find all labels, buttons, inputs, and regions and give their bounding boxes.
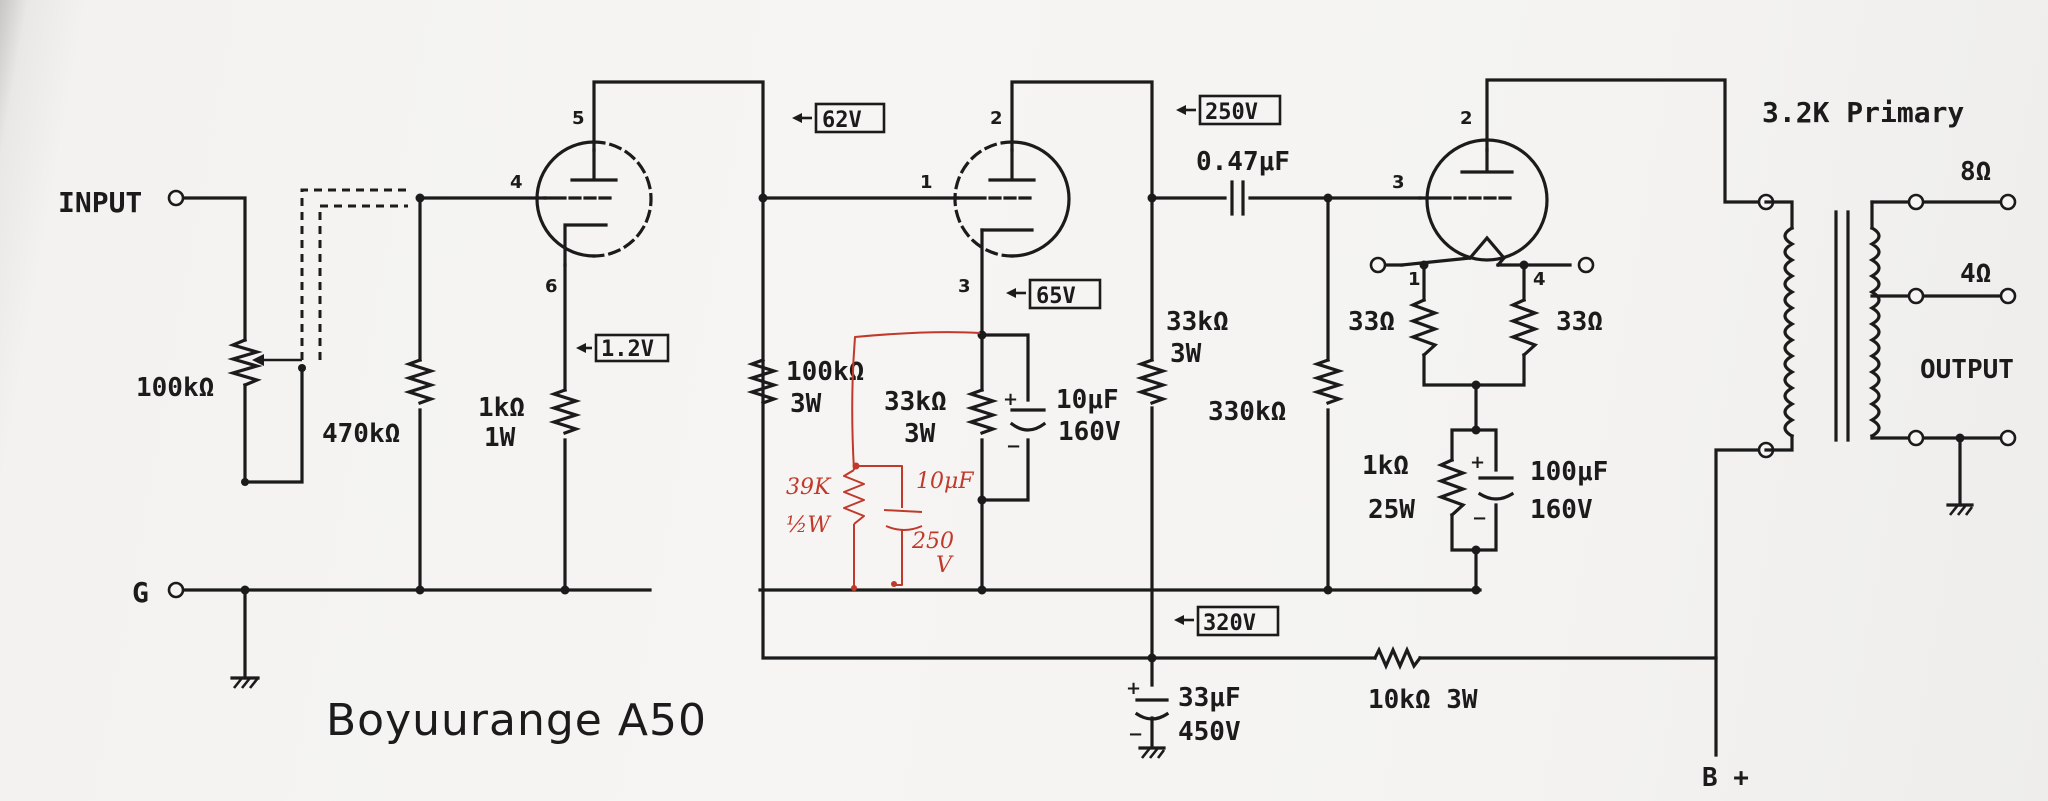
resistor-filament-1 (1408, 297, 1440, 358)
resistor-filament-2 (1508, 297, 1540, 358)
svg-text:−: − (1006, 436, 1021, 457)
rk2-value: 33kΩ (884, 387, 947, 417)
bplus-label: B + (1702, 763, 1749, 793)
pin-v3-3: 3 (1392, 172, 1405, 193)
voltage-250v: 250V (1205, 100, 1258, 125)
capacitor-cathode-v2: + − (1003, 389, 1047, 457)
mod-cap-value: 10μF (916, 469, 974, 494)
ck3-value: 100μF (1530, 457, 1608, 487)
cf-value: 33μF (1178, 683, 1241, 713)
svg-text:+: + (1470, 452, 1485, 473)
primary-label: 3.2K Primary (1762, 96, 1964, 129)
resistor-cathode-v2 (965, 387, 999, 436)
voltage-marker-62v: 62V (792, 102, 886, 134)
schematic-title: Boyuurange A50 (326, 695, 707, 746)
tube-v1 (535, 140, 653, 267)
svg-text:+: + (1003, 389, 1018, 410)
ground-symbol-filter (1138, 746, 1166, 759)
voltage-marker-1-2v: 1.2V (576, 333, 670, 363)
ground-terminal[interactable] (167, 581, 185, 599)
capacitor-cathode-v3: + − (1470, 452, 1515, 529)
pin-v2-1: 1 (920, 172, 933, 193)
shielded-cable (300, 188, 408, 360)
rg-value: 330kΩ (1208, 397, 1286, 427)
voltage-65v: 65V (1036, 284, 1076, 309)
red-modification: 39K ½W 10μF 250 V (786, 331, 981, 591)
ck2-voltage: 160V (1058, 417, 1121, 447)
ra2-value: 33kΩ (1166, 307, 1229, 337)
volume-potentiometer[interactable] (227, 337, 302, 388)
input-terminal[interactable] (167, 189, 185, 207)
volume-value: 100kΩ (136, 373, 214, 403)
pin-v3-4: 4 (1533, 269, 1546, 290)
rk2-power: 3W (904, 419, 936, 449)
mod-resistor-value: 39K (786, 475, 832, 500)
output-transformer (1764, 200, 1881, 452)
mod-cap-unit: V (936, 553, 954, 578)
rk3-value: 1kΩ (1362, 451, 1409, 481)
input-label: INPUT (58, 186, 142, 219)
svg-text:−: − (1128, 724, 1143, 745)
voltage-marker-65v: 65V (1006, 278, 1102, 310)
voltage-marker-320v: 320V (1174, 605, 1280, 637)
pin-v2-3: 3 (958, 276, 971, 297)
ra1-power: 3W (790, 389, 822, 419)
pin-v3-2: 2 (1460, 108, 1473, 129)
pin-v1-4: 4 (510, 172, 523, 193)
capacitor-coupling (1230, 180, 1245, 216)
capacitor-filter: + − (1126, 678, 1170, 747)
pin-v3-1: 1 (1408, 269, 1421, 290)
mod-cap-voltage: 250 (911, 529, 954, 554)
tap-8-label: 8Ω (1960, 157, 1991, 187)
resistor-470k (403, 357, 437, 406)
rk3-power: 25W (1368, 495, 1415, 525)
resistor-cathode-v3 (1436, 457, 1468, 518)
rf1-value: 33Ω (1348, 307, 1395, 337)
ground-symbol-main (230, 676, 260, 689)
tap-4-label: 4Ω (1960, 259, 1991, 289)
r470-value: 470kΩ (322, 419, 400, 449)
filament-terminals (1369, 256, 1595, 274)
svg-text:−: − (1472, 508, 1487, 529)
output-label: OUTPUT (1920, 355, 2014, 385)
component-labels: INPUT G 100kΩ 470kΩ 1kΩ 1W 100kΩ 3W 33kΩ… (58, 96, 2014, 793)
pin-v2-2: 2 (990, 108, 1003, 129)
transformer-terminals (1757, 193, 1925, 459)
resistor-grid-v3 (1311, 357, 1345, 406)
dropper-value: 10kΩ 3W (1368, 685, 1478, 715)
ra2-power: 3W (1170, 339, 1202, 369)
ck2-value: 10μF (1056, 385, 1119, 415)
ra1-value: 100kΩ (786, 357, 864, 387)
resistor-cathode-v1 (548, 387, 582, 436)
voltage-1-2v: 1.2V (601, 337, 654, 362)
svg-text:+: + (1126, 678, 1141, 699)
rk1-value: 1kΩ (478, 393, 525, 423)
ck3-voltage: 160V (1530, 495, 1593, 525)
voltage-62v: 62V (822, 108, 862, 133)
tube-v2 (953, 140, 1071, 258)
rk1-power: 1W (484, 423, 516, 453)
rf2-value: 33Ω (1556, 307, 1603, 337)
coupling-cap-value: 0.47μF (1196, 147, 1290, 177)
voltage-320v: 320V (1203, 611, 1256, 636)
resistor-anode-v1 (746, 357, 780, 406)
cf-voltage: 450V (1178, 717, 1241, 747)
mod-resistor-power: ½W (786, 513, 832, 538)
output-terminals[interactable] (1999, 193, 2017, 447)
pin-v1-6: 6 (545, 276, 558, 297)
tube-v3 (1400, 138, 1549, 268)
resistor-anode-v2 (1135, 357, 1169, 406)
ground-label: G (132, 576, 149, 609)
ground-symbol-output (1946, 503, 1974, 516)
resistor-dropper (1372, 646, 1423, 670)
pin-v1-5: 5 (572, 108, 585, 129)
voltage-marker-250v: 250V (1176, 94, 1282, 126)
pin-numbers: 5 4 6 2 1 3 2 3 1 4 (510, 108, 1546, 297)
